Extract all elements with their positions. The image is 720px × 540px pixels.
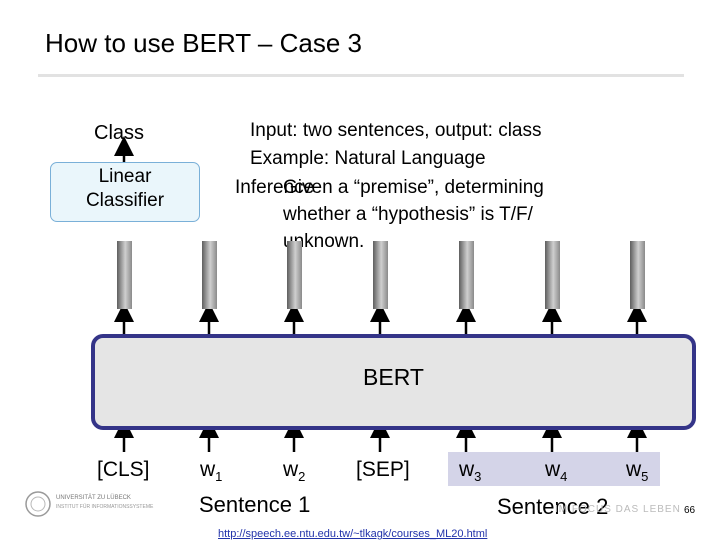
linear-classifier-box: Linear Classifier bbox=[50, 162, 200, 222]
token-sep: [SEP] bbox=[356, 458, 410, 481]
token-w4: w4 bbox=[545, 458, 568, 485]
class-label: Class bbox=[94, 122, 145, 144]
feature-vector bbox=[202, 241, 217, 309]
description-line1: Input: two sentences, output: class bbox=[250, 120, 542, 141]
bert-box bbox=[91, 334, 696, 430]
page-number: 66 bbox=[684, 505, 696, 516]
token-cls: [CLS] bbox=[97, 458, 150, 481]
logo-text-university: UNIVERSITÄT ZU LÜBECK bbox=[56, 495, 131, 501]
sentence1-label: Sentence 1 bbox=[199, 492, 311, 517]
feature-vector bbox=[630, 241, 645, 309]
title-divider bbox=[38, 74, 684, 77]
seal-icon bbox=[25, 491, 51, 517]
linear-classifier-line2: Classifier bbox=[85, 190, 165, 211]
token-w1: w1 bbox=[200, 458, 223, 485]
sentence2-highlight bbox=[448, 452, 660, 486]
token-w3: w3 bbox=[459, 458, 482, 485]
motto-logo: IM FOCUS DAS LEBEN bbox=[555, 504, 681, 515]
description-line3a: Inference bbox=[235, 177, 315, 198]
feature-vector bbox=[545, 241, 560, 309]
description-line5: unknown. bbox=[283, 231, 365, 252]
feature-vector bbox=[287, 241, 302, 309]
bert-label: BERT bbox=[363, 364, 424, 390]
university-logo: UNIVERSITÄT ZU LÜBECK INSTITUT FÜR INFOR… bbox=[24, 490, 204, 520]
feature-vector bbox=[373, 241, 388, 309]
linear-classifier-line1: Linear bbox=[98, 166, 152, 187]
slide-title: How to use BERT – Case 3 bbox=[45, 28, 362, 58]
course-link[interactable]: http://speech.ee.ntu.edu.tw/~tlkagk/cour… bbox=[218, 528, 488, 540]
feature-vector bbox=[459, 241, 474, 309]
description-line2: Example: Natural Language bbox=[250, 148, 486, 169]
sentence2-label: Sentence 2 bbox=[497, 494, 609, 519]
feature-vector bbox=[117, 241, 132, 309]
token-w5: w5 bbox=[626, 458, 649, 485]
description-line3b: Given a “premise”, determining bbox=[283, 177, 544, 198]
token-w2: w2 bbox=[283, 458, 306, 485]
description-line4: whether a “hypothesis” is T/F/ bbox=[283, 204, 533, 225]
logo-text-institute: INSTITUT FÜR INFORMATIONSSYSTEME bbox=[56, 504, 154, 510]
